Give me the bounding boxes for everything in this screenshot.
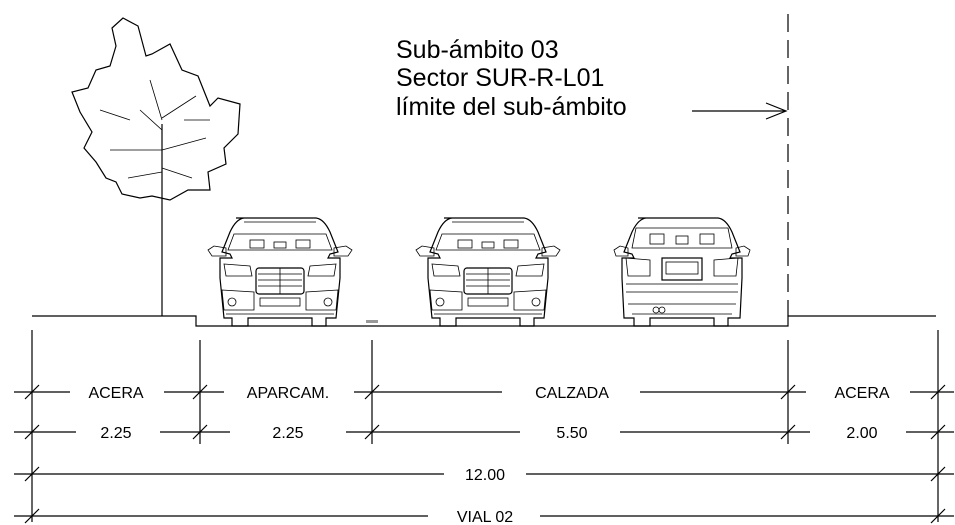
segment-width-calzada: 5.50 <box>556 425 587 442</box>
annotation-line-2: Sector SUR-R-L01 <box>396 64 604 92</box>
segment-width-acera-2: 2.00 <box>846 425 877 442</box>
dimension-row-widths <box>14 424 954 440</box>
annotation-line-1: Sub-ámbito 03 <box>396 36 559 64</box>
extension-lines <box>31 330 939 522</box>
segment-name-aparcam: APARCAM. <box>247 385 329 402</box>
dimension-row-total <box>14 466 954 482</box>
car-front-2 <box>415 217 561 327</box>
road-name: VIAL 02 <box>457 509 513 525</box>
car-front-1 <box>207 217 353 327</box>
dimension-row-names <box>14 384 954 400</box>
lane-mark <box>366 320 378 323</box>
segment-name-acera-2: ACERA <box>834 385 889 402</box>
segment-name-acera-1: ACERA <box>88 385 143 402</box>
annotation-line-3: límite del sub-ámbito <box>396 93 627 121</box>
segment-width-aparcam: 2.25 <box>272 425 303 442</box>
segment-width-acera-1: 2.25 <box>100 425 131 442</box>
boundary-arrow <box>692 102 788 120</box>
segment-name-calzada: CALZADA <box>535 385 609 402</box>
tree-icon <box>71 17 241 316</box>
car-rear <box>613 217 751 327</box>
total-width: 12.00 <box>465 467 505 484</box>
dimension-row-road <box>14 508 954 524</box>
